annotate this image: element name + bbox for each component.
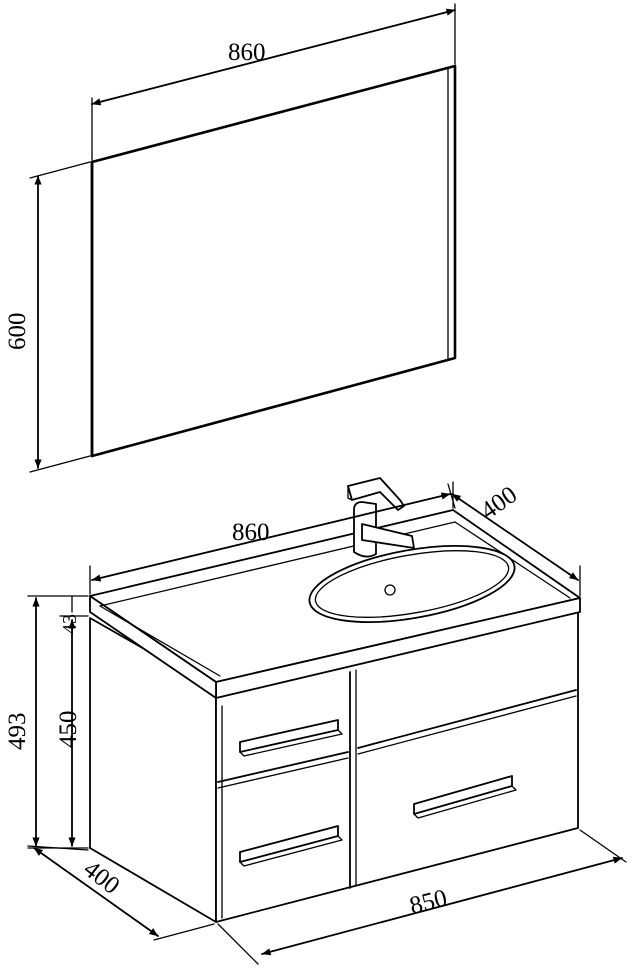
mirror-width-label: 860 xyxy=(228,39,266,66)
mirror xyxy=(90,64,457,458)
cabinet-height-label: 450 xyxy=(55,711,82,749)
vanity-top-width-dimension: 860 xyxy=(89,481,454,595)
drawer-handles xyxy=(239,719,517,867)
cabinet-total-height-label: 493 xyxy=(4,713,31,751)
countertop-thickness-label: 43 xyxy=(59,614,81,634)
cabinet-width-dimension: 850 xyxy=(217,829,627,965)
cabinet-width-label: 850 xyxy=(407,885,450,920)
vanity-top-depth-label: 400 xyxy=(476,481,522,525)
mirror-width-dimension: 860 xyxy=(91,3,456,161)
vanity-top-width-label: 860 xyxy=(232,519,270,546)
cabinet-height-dimensions: 493 450 43 xyxy=(4,595,89,849)
mirror-height-dimension: 600 xyxy=(4,161,91,473)
mirror-height-label: 600 xyxy=(4,313,31,351)
